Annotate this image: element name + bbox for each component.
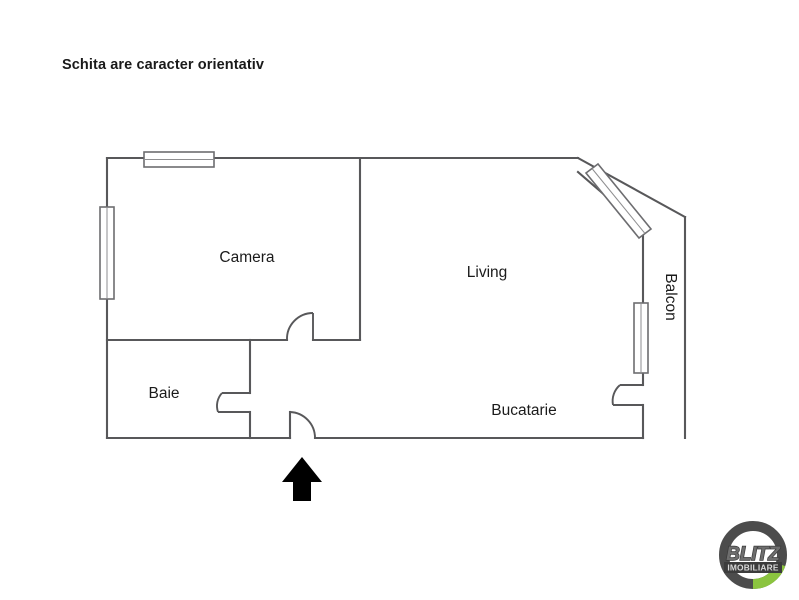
doors-group [216, 312, 643, 439]
room-label-living: Living [467, 264, 508, 281]
door-baie-arc [216, 392, 223, 413]
room-label-bucatarie: Bucatarie [491, 402, 556, 419]
door-entrance [289, 411, 316, 439]
door-baie [216, 392, 250, 413]
door-entrance-arc [289, 411, 316, 439]
logo-brand-text: BLITZ [726, 544, 781, 565]
room-label-baie: Baie [148, 385, 179, 402]
brand-logo: BLITZ IMOBILIARE [714, 518, 792, 594]
brand-logo-mark: BLITZ IMOBILIARE [719, 521, 787, 590]
room-label-balcon: Balcon [662, 273, 679, 320]
windows-group [99, 151, 653, 374]
logo-subtitle-text: IMOBILIARE [727, 563, 779, 573]
door-camera [286, 312, 314, 341]
door-balcony [611, 384, 643, 406]
page-title: Schita are caracter orientativ [62, 57, 265, 73]
room-label-camera: Camera [219, 249, 275, 266]
wall-group [105, 156, 645, 440]
logo-subtitle-band [724, 562, 782, 573]
door-balcony-arc [611, 384, 621, 406]
window-balcony-diagonal [584, 162, 653, 240]
entrance-direction-arrow [282, 457, 322, 501]
door-camera-arc [286, 312, 314, 341]
